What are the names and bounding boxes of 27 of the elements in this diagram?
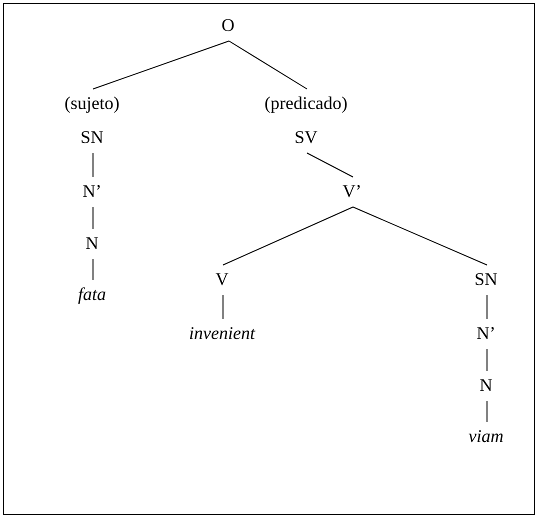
node-label: invenient — [189, 322, 255, 344]
tree-branch — [92, 152, 94, 178]
node-label: SV — [294, 126, 318, 148]
tree-branch — [222, 206, 354, 266]
tree-branch — [486, 348, 488, 372]
node-label: SN — [80, 126, 104, 148]
tree-branch — [92, 258, 94, 280]
tree-branch — [486, 400, 488, 422]
tree-branch — [306, 152, 354, 178]
tree-branch — [486, 294, 488, 320]
node-label: (sujeto) — [64, 92, 120, 114]
node-label: SN — [474, 268, 498, 290]
tree-branch — [92, 206, 94, 230]
node-label: (predicado) — [264, 92, 348, 114]
tree-branch — [92, 40, 230, 90]
node-label: N — [480, 374, 492, 396]
node-label: viam — [468, 425, 504, 447]
node-label: N’ — [82, 180, 102, 202]
tree-branch — [228, 40, 308, 90]
tree-branch — [222, 294, 224, 320]
node-label: N’ — [476, 322, 496, 344]
node-label: N — [86, 232, 98, 254]
node-label: V’ — [342, 180, 362, 202]
node-label: O — [222, 14, 234, 36]
node-label: fata — [78, 283, 106, 305]
node-label: V — [216, 268, 228, 290]
tree-branch — [352, 206, 488, 266]
